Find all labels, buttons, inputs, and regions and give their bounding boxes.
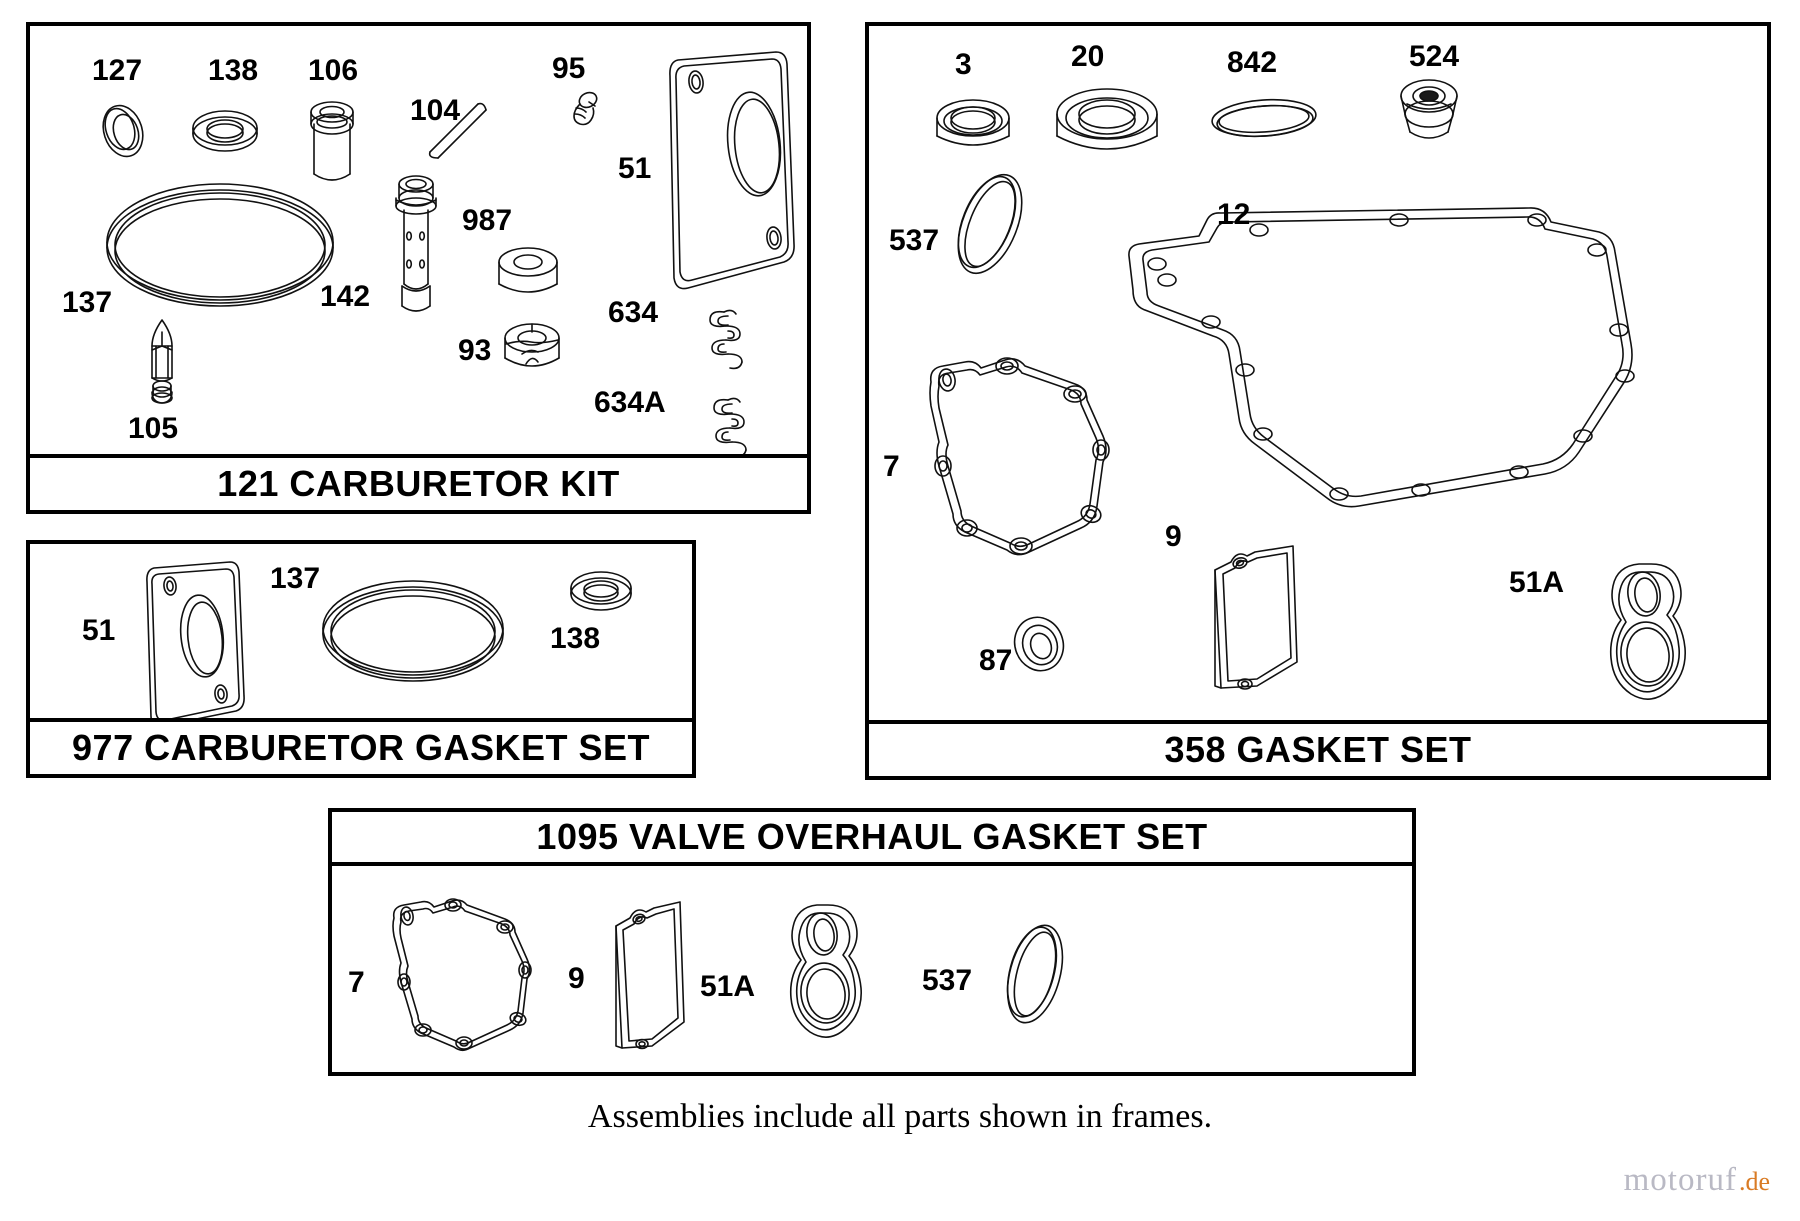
callout-7-panel4: 7 (348, 966, 365, 999)
part-art-537-o-ring-oval-2 (996, 918, 1074, 1030)
callout-138-panel2: 138 (550, 622, 601, 655)
part-art-93-float-valve-seat (500, 318, 564, 382)
callout-12: 12 (1217, 198, 1251, 231)
callout-3: 3 (955, 48, 972, 81)
part-art-12-crankcase-cover-gasket (1059, 194, 1719, 554)
callout-137-panel2: 137 (270, 562, 321, 595)
part-art-106-bushing-sleeve (302, 98, 362, 190)
panel-gasket-set-body: 3 20 842 (869, 26, 1767, 776)
part-art-51A-intake-manifold-gasket-2 (772, 900, 882, 1046)
part-art-142-emulsion-tube (382, 172, 450, 332)
part-art-634-spring-coil (698, 306, 758, 372)
part-art-87-washer-small (1009, 614, 1069, 676)
part-art-51A-intake-manifold-gasket (1591, 558, 1711, 708)
part-art-9-breather-gasket (1201, 538, 1311, 698)
part-art-842-o-ring-flat (1209, 94, 1319, 144)
callout-138: 138 (208, 54, 259, 87)
callout-51: 51 (618, 152, 652, 185)
part-art-634A-spring-coil-a (702, 394, 762, 460)
panel-carburetor-kit-body: 127 138 (30, 26, 807, 510)
callout-104: 104 (410, 94, 461, 127)
part-art-987-spacer-ring (494, 244, 562, 306)
callout-95: 95 (552, 52, 586, 85)
callout-987: 987 (462, 204, 513, 237)
callout-93: 93 (458, 334, 492, 367)
callout-51A: 51A (1509, 566, 1565, 599)
panel-valve-overhaul-gasket-set-caption: 1095 VALVE OVERHAUL GASKET SET (332, 812, 1412, 866)
panel-carburetor-gasket-set: 51 137 (26, 540, 696, 778)
callout-634A: 634A (594, 386, 666, 419)
callout-87: 87 (979, 644, 1013, 677)
part-art-9-breather-gasket-2 (604, 896, 694, 1056)
panel-carburetor-gasket-set-caption: 977 CARBURETOR GASKET SET (30, 718, 692, 774)
part-art-137-o-ring-large-2 (318, 574, 508, 694)
panel-gasket-set-caption: 358 GASKET SET (869, 720, 1767, 776)
callout-524: 524 (1409, 40, 1460, 73)
callout-9: 9 (1165, 520, 1182, 553)
callout-51A-panel4: 51A (700, 970, 756, 1003)
footer-note: Assemblies include all parts shown in fr… (587, 1098, 1213, 1135)
part-art-20-seal-ring-large (1051, 82, 1163, 174)
callout-634: 634 (608, 296, 659, 329)
part-art-104-pin-rod (422, 98, 494, 160)
callout-106: 106 (308, 54, 359, 87)
callout-9-panel4: 9 (568, 962, 585, 995)
part-art-7-valve-cover-gasket (909, 346, 1149, 576)
panel-valve-overhaul-gasket-set-body: 7 9 (332, 866, 1412, 1072)
callout-537-panel4: 537 (922, 964, 973, 997)
part-art-137-o-ring-large (100, 176, 340, 316)
part-art-105-needle-valve (136, 316, 188, 408)
callout-842: 842 (1227, 46, 1278, 79)
part-art-524-oil-seal-plug (1393, 74, 1465, 158)
part-art-3-seal-ring-small (931, 92, 1015, 164)
callout-137: 137 (62, 286, 113, 319)
watermark-text: motoruf (1623, 1162, 1737, 1198)
part-art-127-seal-ring (96, 96, 152, 166)
panel-valve-overhaul-gasket-set: 1095 VALVE OVERHAUL GASKET SET (328, 808, 1416, 1076)
part-art-138-washer-ring-2 (566, 566, 636, 616)
panel-gasket-set: 3 20 842 (865, 22, 1771, 780)
callout-51-panel2: 51 (82, 614, 116, 647)
callout-20: 20 (1071, 40, 1105, 73)
panel-carburetor-kit-caption: 121 CARBURETOR KIT (30, 454, 807, 510)
panel-carburetor-gasket-set-body: 51 137 (30, 544, 692, 774)
part-art-95-screw-fitting (560, 88, 608, 136)
part-art-7-valve-cover-gasket-2 (378, 890, 558, 1066)
callout-537: 537 (889, 224, 940, 257)
panel-carburetor-kit: 127 138 (26, 22, 811, 514)
part-art-537-o-ring-oval (947, 166, 1033, 282)
watermark-suffix: .de (1738, 1167, 1770, 1196)
part-art-138-washer-ring (188, 104, 262, 158)
part-art-51-carburetor-gasket-plate-2 (126, 554, 256, 734)
callout-142: 142 (320, 280, 371, 313)
callout-127: 127 (92, 54, 143, 87)
part-art-51-carburetor-gasket-plate (644, 42, 804, 302)
watermark: motoruf .de (1624, 1162, 1770, 1199)
callout-7: 7 (883, 450, 900, 483)
callout-105: 105 (128, 412, 179, 445)
